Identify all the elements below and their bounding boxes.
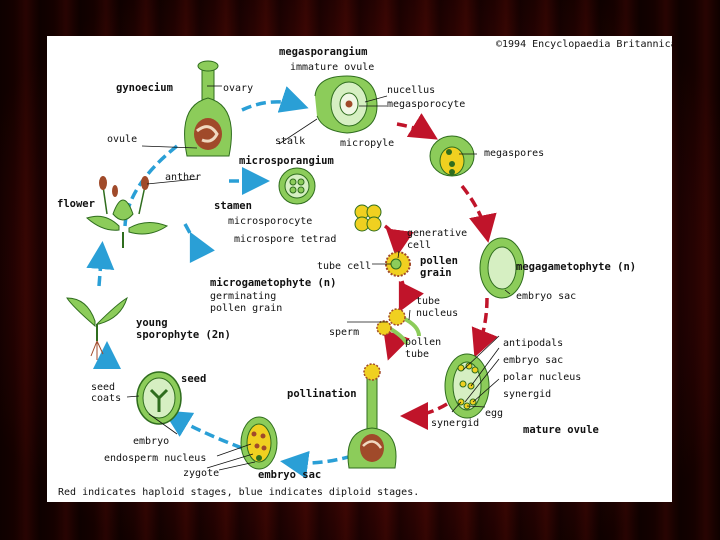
megaspores-illustration	[429, 135, 475, 177]
generative-cell-label-2: cell	[407, 240, 431, 251]
germinating-pollen-illustration	[376, 308, 421, 345]
gynoecium-label: gynoecium	[116, 82, 173, 94]
sperm-label: sperm	[329, 327, 359, 338]
arrow-pollination-to-embryo-sac	[280, 450, 353, 479]
ovary-label: ovary	[223, 83, 253, 94]
haploid-arrows	[383, 113, 498, 430]
immature-ovule-illustration	[314, 75, 378, 134]
ovule-label: ovule	[107, 134, 137, 145]
nucellus-label: nucellus	[387, 85, 435, 96]
microgametophyte-label: microgametophyte (n)	[210, 277, 336, 289]
seed-illustration	[136, 371, 182, 425]
diagram-panel: ©1994 Encyclopaedia Britannica, Inc. meg…	[47, 36, 672, 502]
arrow-tetrad-to-pollen	[383, 224, 414, 258]
pollination-illustration	[347, 363, 397, 469]
mature-ovule-illustration	[444, 353, 490, 419]
stamen-label: stamen	[214, 200, 252, 212]
arrow-megasporangium-to-megaspores	[396, 113, 438, 140]
caption-text: Red indicates haploid stages, blue indic…	[58, 487, 419, 498]
arrow-germinating-to-tube	[383, 329, 410, 361]
generative-cell-label-1: generative	[407, 228, 467, 239]
microsporangium-illustration	[278, 167, 316, 205]
antipodals-label: antipodals	[503, 338, 563, 349]
arrow-sporophyte-to-flower	[86, 241, 115, 287]
seed-coats-label-2: coats	[91, 393, 121, 404]
micropyle-label: micropyle	[340, 138, 394, 149]
pollen-grain-illustration	[385, 251, 411, 277]
arrow-flower-to-stamen	[183, 223, 215, 264]
gynoecium-illustration	[184, 60, 232, 157]
synergid-bottom-label: synergid	[431, 418, 479, 429]
germinating-label-2: pollen grain	[210, 303, 282, 314]
tube-nucleus-label-2: nucleus	[416, 308, 458, 319]
megaspores-label: megaspores	[484, 148, 544, 159]
embryo-sac-bottom-label: embryo sac	[258, 469, 321, 481]
young-sporophyte-label-2: sporophyte (2n)	[136, 329, 231, 341]
flower-label: flower	[57, 198, 95, 210]
arrow-megagametophyte-to-mature-ovule	[471, 297, 498, 358]
pollen-grain-label-2: grain	[420, 267, 452, 279]
young-sporophyte-illustration	[66, 296, 128, 360]
arrow-embryo-sac-to-seed	[163, 410, 243, 450]
tube-cell-label: tube cell	[317, 261, 371, 272]
microspore-tetrad-label: microspore tetrad	[234, 234, 336, 245]
synergid-right-label: synergid	[503, 389, 551, 400]
microsporangium-label: microsporangium	[239, 155, 334, 167]
embryo-sac-top-label: embryo sac	[516, 291, 576, 302]
pollen-tube-label-1: pollen	[405, 337, 441, 348]
arrow-pollen-to-germinating	[398, 280, 424, 313]
embryo-sac-illustration	[240, 416, 278, 470]
embryo-sac-mid-label: embryo sac	[503, 355, 563, 366]
seed-coats-label-1: seed	[91, 382, 115, 393]
megasporocyte-label: megasporocyte	[387, 99, 465, 110]
flower-illustration	[86, 176, 169, 248]
label-leader-lines	[126, 85, 511, 471]
megasporangium-label: megasporangium	[279, 46, 368, 58]
egg-label: egg	[485, 408, 503, 419]
tube-nucleus-label-1: tube	[416, 296, 440, 307]
zygote-label: zygote	[183, 468, 219, 479]
mature-ovule-label: mature ovule	[523, 424, 599, 436]
stalk-label: stalk	[275, 136, 305, 147]
megagametophyte-illustration	[479, 237, 525, 299]
copyright-text: ©1994 Encyclopaedia Britannica, Inc.	[496, 39, 672, 50]
pollination-label: pollination	[287, 388, 357, 400]
embryo-label: embryo	[133, 436, 169, 447]
life-cycle-diagram: ©1994 Encyclopaedia Britannica, Inc. meg…	[57, 39, 672, 498]
endosperm-nucleus-label: endosperm nucleus	[104, 453, 206, 464]
immature-ovule-label: immature ovule	[290, 62, 374, 73]
arrow-megaspores-to-megagametophyte	[460, 184, 497, 243]
seed-label: seed	[181, 373, 206, 385]
diploid-arrows	[86, 86, 353, 479]
polar-nucleus-label: polar nucleus	[503, 372, 581, 383]
young-sporophyte-label-1: young	[136, 317, 168, 329]
germinating-label-1: germinating	[210, 291, 276, 302]
arrow-mature-ovule-to-pollination	[400, 401, 448, 430]
pollen-tube-label-2: tube	[405, 349, 429, 360]
arrow-gynoecium-to-megasporangium	[241, 86, 309, 113]
microspore-tetrad-illustration	[354, 204, 382, 232]
microsporocyte-label: microsporocyte	[228, 216, 312, 227]
pollen-grain-label-1: pollen	[420, 255, 458, 267]
megagametophyte-label: megagametophyte (n)	[516, 261, 636, 273]
anther-label: anther	[165, 172, 201, 183]
